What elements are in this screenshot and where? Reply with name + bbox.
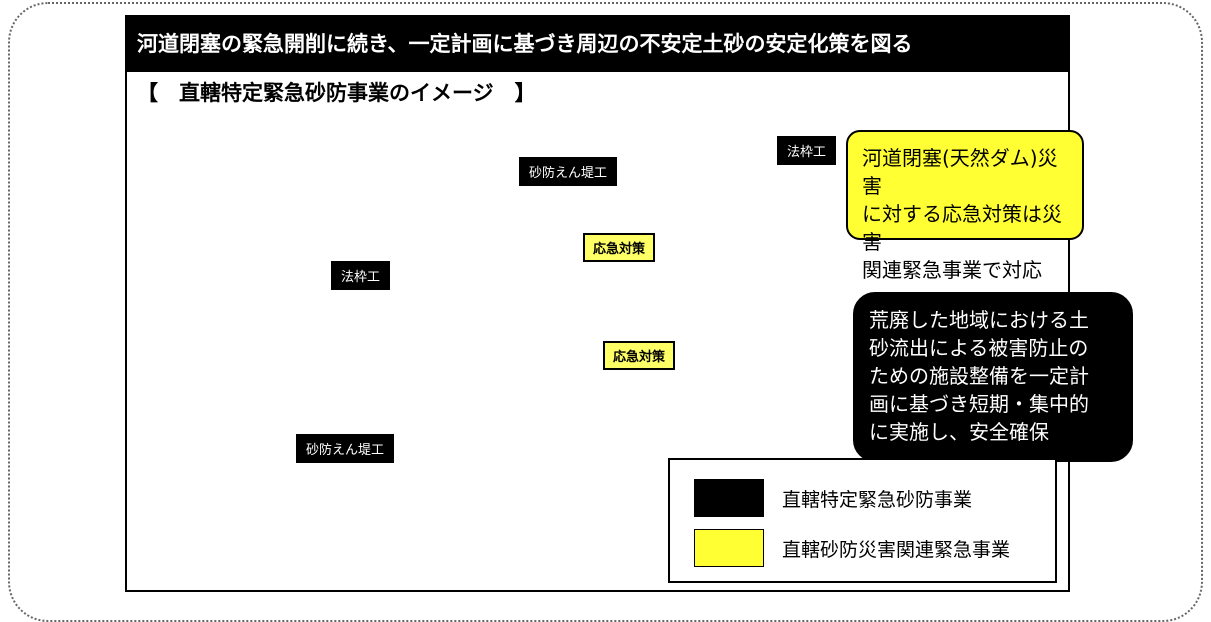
diagram-subtitle: 【 直轄特定緊急砂防事業のイメージ 】 <box>137 81 536 105</box>
black-callout: 荒廃した地域における土 砂流出による被害防止の ための施設整備を一定計 画に基づ… <box>853 292 1133 462</box>
yellow-callout: 河道閉塞(天然ダム)災害 に対する応急対策は災害 関連緊急事業で対応 <box>846 130 1084 282</box>
legend-label-black: 直轄特定緊急砂防事業 <box>782 488 973 511</box>
legend: 直轄特定緊急砂防事業 直轄砂防災害関連緊急事業 <box>668 458 1057 583</box>
legend-item-black: 直轄特定緊急砂防事業 <box>694 478 972 518</box>
legend-swatch-black <box>694 479 764 517</box>
label-sabo-dam-top: 砂防えん堤工 <box>518 156 619 187</box>
label-emergency-lower: 応急対策 <box>603 341 676 370</box>
legend-label-yellow: 直轄砂防災害関連緊急事業 <box>782 538 1011 561</box>
label-emergency-upper: 応急対策 <box>583 233 656 262</box>
legend-swatch-yellow <box>694 529 764 567</box>
label-slope-frame-left: 法枠工 <box>330 260 392 291</box>
legend-item-yellow: 直轄砂防災害関連緊急事業 <box>694 528 1010 568</box>
page-title: 河道閉塞の緊急開削に続き、一定計画に基づき周辺の不安定土砂の安定化策を図る <box>127 17 1068 72</box>
label-slope-frame-right: 法枠工 <box>776 135 838 166</box>
label-sabo-dam-bottom: 砂防えん堤工 <box>295 433 396 464</box>
